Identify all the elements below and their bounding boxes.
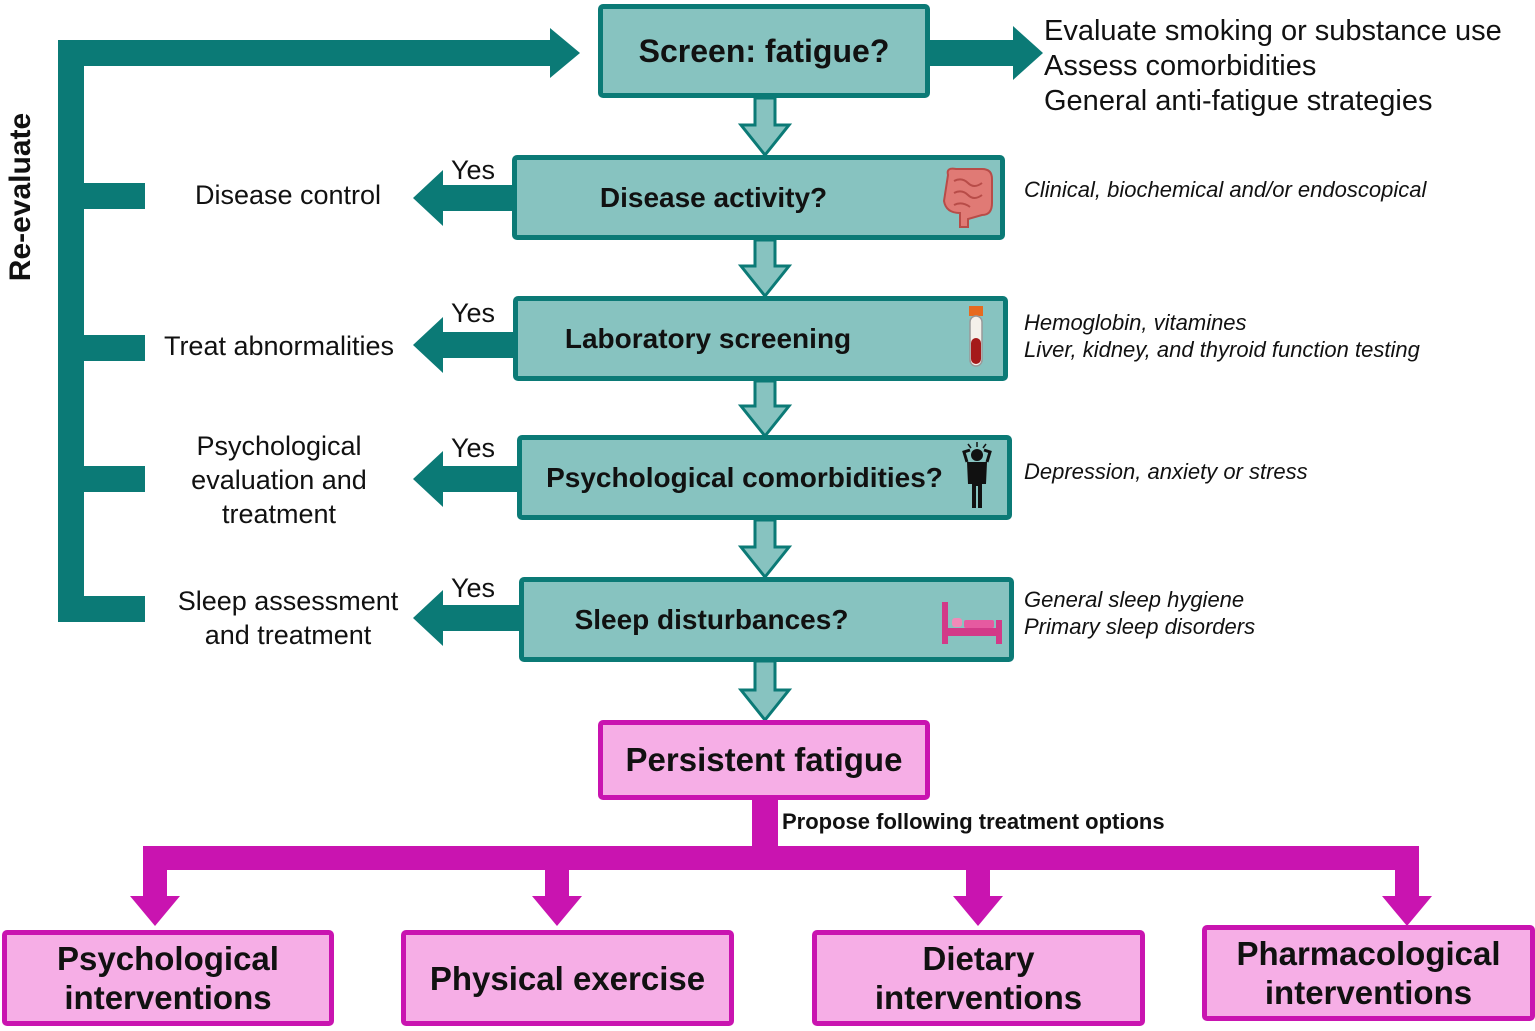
psychological-action-line-3: treatment — [221, 499, 337, 529]
disease-control-action: Disease control — [150, 178, 426, 212]
psychological-note-line-1: Depression, anxiety or stress — [1024, 459, 1308, 484]
persistent-fatigue-label: Persistent fatigue — [625, 741, 903, 778]
psychological-note: Depression, anxiety or stress — [1024, 458, 1308, 485]
screen-fatigue-label: Screen: fatigue? — [638, 32, 890, 69]
persistent-fatigue-box: Persistent fatigue — [598, 720, 930, 800]
psychological-action-line-2: evaluation and — [191, 465, 367, 495]
screen-fatigue-box: Screen: fatigue? — [598, 4, 930, 98]
intestine-icon — [942, 167, 993, 228]
yes-label-psychological: Yes — [451, 433, 496, 463]
treatment-tree — [130, 800, 1432, 926]
laboratory-note: Hemoglobin, vitamines Liver, kidney, and… — [1024, 309, 1420, 363]
psychological-evaluation-action: Psychological evaluation and treatment — [150, 429, 408, 531]
psychological-action-line-1: Psychological — [196, 431, 362, 461]
screen-notes: Evaluate smoking or substance use Assess… — [1044, 14, 1502, 119]
pharmacological-interventions-line-2: interventions — [1264, 974, 1473, 1011]
yes-label-disease: Yes — [451, 155, 496, 185]
sleep-note-line-1: General sleep hygiene — [1024, 587, 1245, 612]
psychological-comorbidities-box: Psychological comorbidities? — [517, 435, 1012, 520]
treat-abnormalities-line-1: Treat abnormalities — [163, 331, 395, 361]
reevaluate-label: Re-evaluate — [4, 112, 37, 282]
blood-tube-icon — [969, 306, 983, 367]
psychological-interventions-box: Psychological interventions — [2, 930, 334, 1026]
dietary-interventions-line-2: interventions — [874, 979, 1083, 1016]
laboratory-screening-label: Laboratory screening — [564, 322, 852, 354]
sleep-note-line-2: Primary sleep disorders — [1024, 614, 1256, 639]
pharmacological-interventions-box: Pharmacological interventions — [1202, 925, 1535, 1021]
disease-activity-label: Disease activity? — [599, 181, 828, 213]
disease-control-line-1: Disease control — [194, 180, 382, 210]
propose-options-label: Propose following treatment options — [782, 809, 1165, 834]
screen-note-1: Evaluate smoking or substance use — [1044, 15, 1502, 47]
physical-exercise-box: Physical exercise — [401, 930, 734, 1026]
disease-activity-note: Clinical, biochemical and/or endoscopica… — [1024, 176, 1426, 203]
disease-note-line-1: Clinical, biochemical and/or endoscopica… — [1024, 177, 1427, 202]
bed-icon — [942, 602, 1002, 644]
yes-label-laboratory: Yes — [451, 298, 496, 328]
psychological-comorbidities-label: Psychological comorbidities? — [546, 461, 943, 493]
stressed-person-icon — [962, 442, 992, 508]
screen-note-3: General anti-fatigue strategies — [1044, 85, 1433, 117]
laboratory-note-line-1: Hemoglobin, vitamines — [1024, 310, 1247, 335]
dietary-interventions-box: Dietary interventions — [812, 930, 1145, 1026]
laboratory-note-line-2: Liver, kidney, and thyroid function test… — [1024, 337, 1420, 362]
laboratory-screening-box: Laboratory screening — [513, 296, 1008, 381]
screen-notes-arrow — [930, 26, 1043, 80]
screen-note-2: Assess comorbidities — [1044, 50, 1317, 82]
physical-exercise-line-1: Physical exercise — [429, 959, 706, 997]
sleep-disturbances-box: Sleep disturbances? — [519, 577, 1014, 662]
reevaluate-bracket — [58, 28, 580, 622]
sleep-action-line-2: and treatment — [204, 620, 372, 650]
sleep-note: General sleep hygiene Primary sleep diso… — [1024, 586, 1255, 640]
sleep-assessment-action: Sleep assessment and treatment — [158, 584, 418, 652]
psychological-interventions-line-2: interventions — [64, 979, 272, 1016]
yes-label-sleep: Yes — [451, 573, 496, 603]
disease-activity-box: Disease activity? — [512, 155, 1005, 240]
treat-abnormalities-action: Treat abnormalities — [146, 329, 412, 363]
dietary-interventions-line-1: Dietary — [922, 940, 1035, 977]
yes-arrows — [413, 170, 520, 646]
sleep-action-line-1: Sleep assessment — [177, 586, 399, 616]
pharmacological-interventions-line-1: Pharmacological — [1236, 935, 1501, 972]
down-arrows — [737, 96, 793, 723]
sleep-disturbances-label: Sleep disturbances? — [574, 603, 849, 635]
psychological-interventions-line-1: Psychological — [57, 940, 279, 977]
